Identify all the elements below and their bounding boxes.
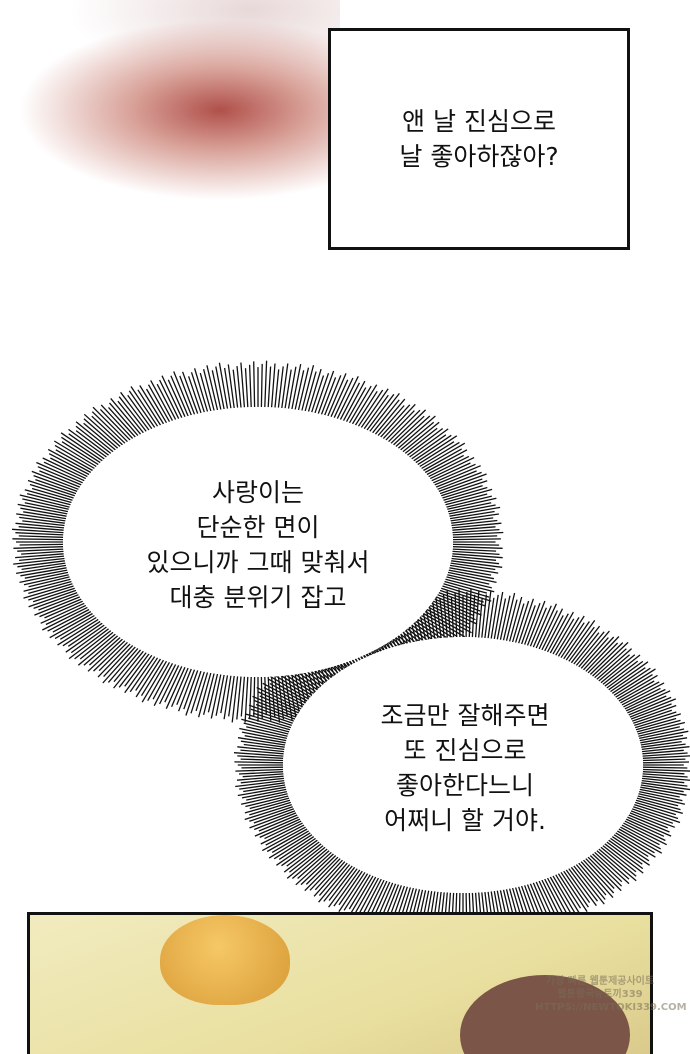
- bubble-2-text: 조금만 잘해주면 또 진심으로 좋아한다느니 어쩌니 할 거야.: [380, 700, 550, 835]
- watermark-line: HTTPS://NEWTOKI339.COM: [535, 1002, 687, 1013]
- thought-bubble-2: 조금만 잘해주면 또 진심으로 좋아한다느니 어쩌니 할 거야.: [300, 680, 630, 855]
- narration-box: 앤 날 진심으로 날 좋아하잖아?: [328, 28, 630, 250]
- artwork-chandelier-panel: [27, 912, 653, 1054]
- watermark-line: 가장 빠른 웹툰제공사이트: [545, 976, 655, 987]
- bubble-1-text: 사랑이는 단순한 면이 있으니까 그때 맞춰서 대충 분위기 잡고: [146, 478, 370, 612]
- thought-bubble-1: 사랑이는 단순한 면이 있으니까 그때 맞춰서 대충 분위기 잡고: [78, 455, 438, 635]
- narration-text: 앤 날 진심으로 날 좋아하잖아?: [399, 107, 559, 171]
- chandelier: [160, 915, 290, 1005]
- watermark: 가장 빠른 웹툰제공사이트 웹툰왕국뉴토끼339 HTTPS://NEWTOKI…: [535, 975, 687, 1014]
- watermark-line: 웹툰왕국뉴토끼339: [557, 989, 643, 1000]
- artwork-top-panel: [0, 0, 340, 200]
